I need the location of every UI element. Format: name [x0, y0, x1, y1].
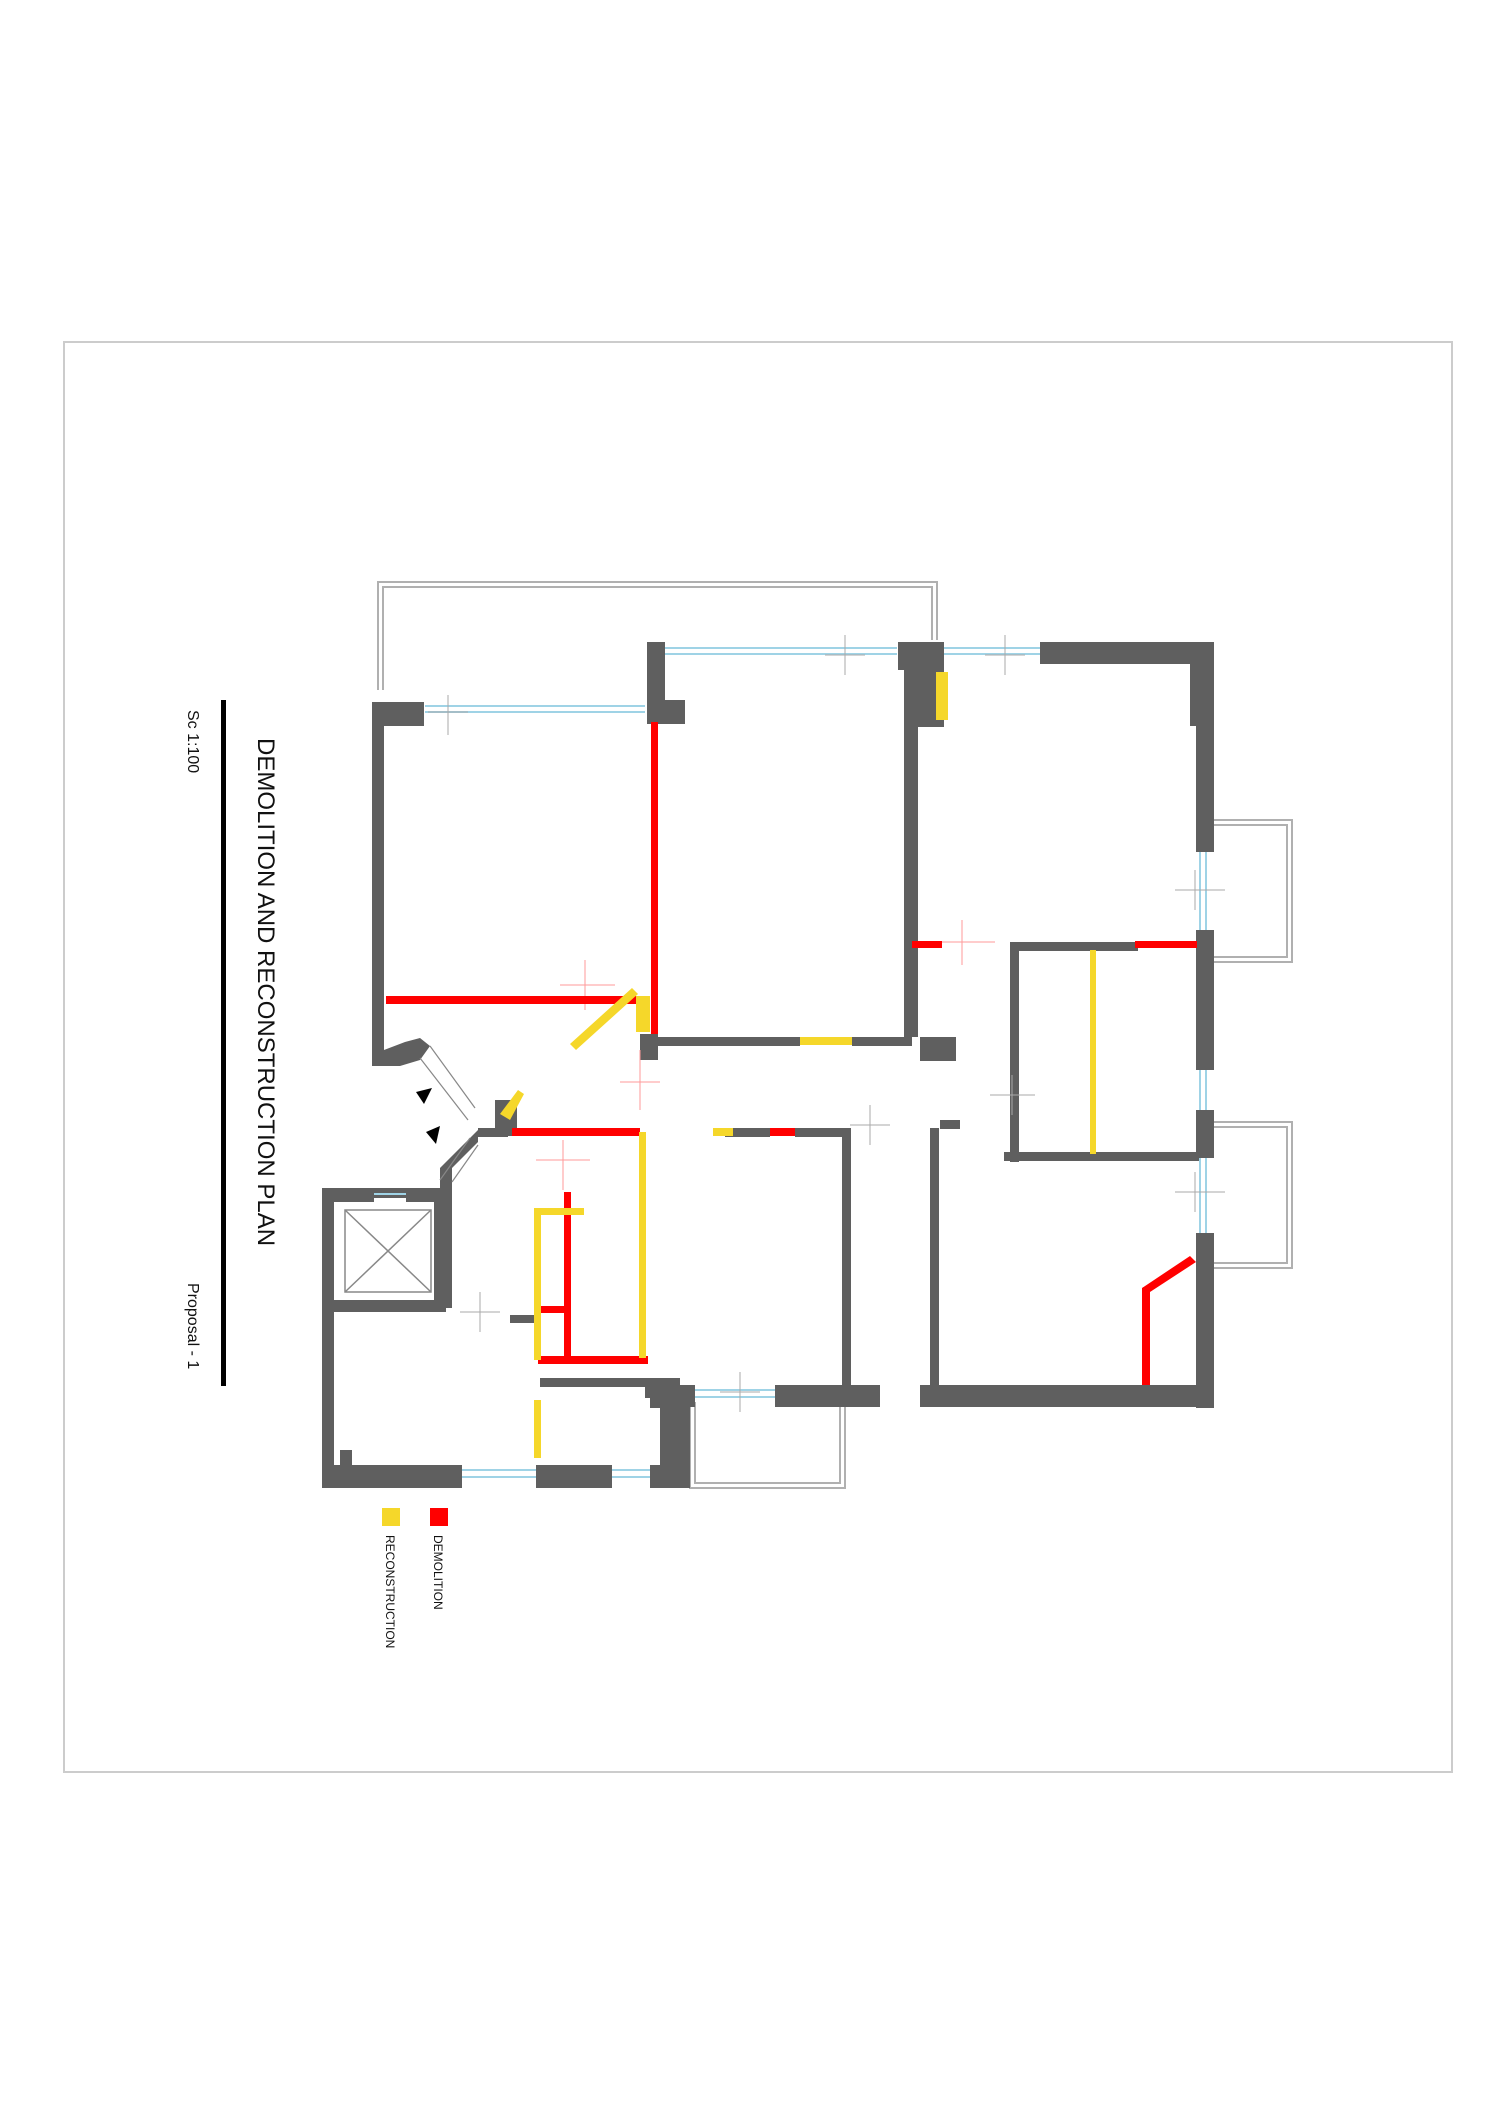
legend-label-demolition: DEMOLITION	[431, 1535, 445, 1610]
balcony-right-lower	[1214, 1121, 1293, 1269]
legend-swatch-demolition	[430, 1508, 448, 1526]
legend: DEMOLITION RECONSTRUCTION	[382, 1508, 448, 1648]
plan-scale: Sc 1:100	[184, 710, 201, 773]
sheet-border	[63, 341, 1453, 1773]
reconstruction-walls	[500, 672, 1096, 1458]
lift-shaft-icon	[344, 1209, 432, 1293]
legend-label-reconstruction: RECONSTRUCTION	[383, 1535, 397, 1648]
title-rule	[221, 700, 226, 1386]
fixture-marks	[428, 635, 1225, 1412]
balcony-top	[377, 581, 938, 690]
existing-walls	[322, 642, 1214, 1488]
entrance-corridor	[419, 1045, 479, 1183]
legend-swatch-reconstruction	[382, 1508, 400, 1526]
plan-title: DEMOLITION AND RECONSTRUCTION PLAN	[252, 738, 279, 1246]
balcony-right-upper	[1214, 819, 1293, 963]
balcony-bottom	[689, 1402, 846, 1489]
balconies	[377, 581, 1293, 1489]
plan-proposal: Proposal - 1	[184, 1283, 201, 1369]
demolition-walls	[386, 722, 1197, 1385]
windows	[374, 647, 1207, 1478]
entry-arrow-icon	[416, 1088, 440, 1144]
